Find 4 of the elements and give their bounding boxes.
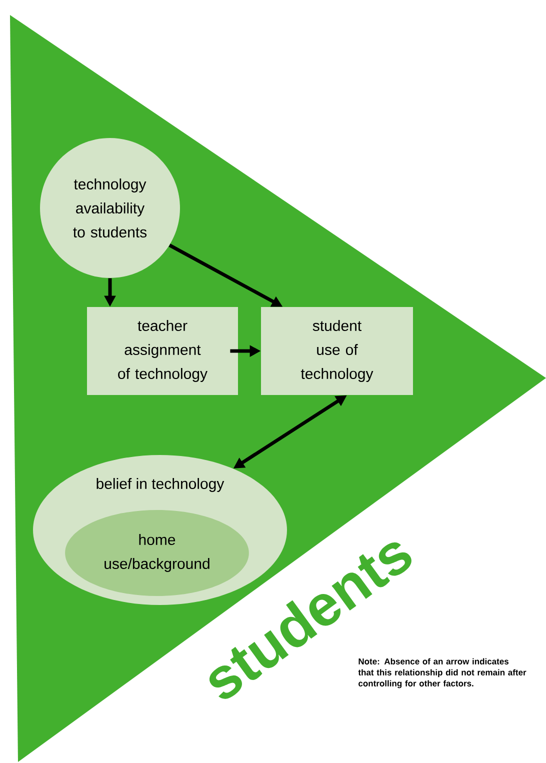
process-box: teacher assignment of technology <box>87 307 238 395</box>
process-box: student use of technology <box>261 307 413 395</box>
ellipse-node: home use/background <box>65 510 249 596</box>
circle-node: technology availability to students <box>40 138 180 278</box>
